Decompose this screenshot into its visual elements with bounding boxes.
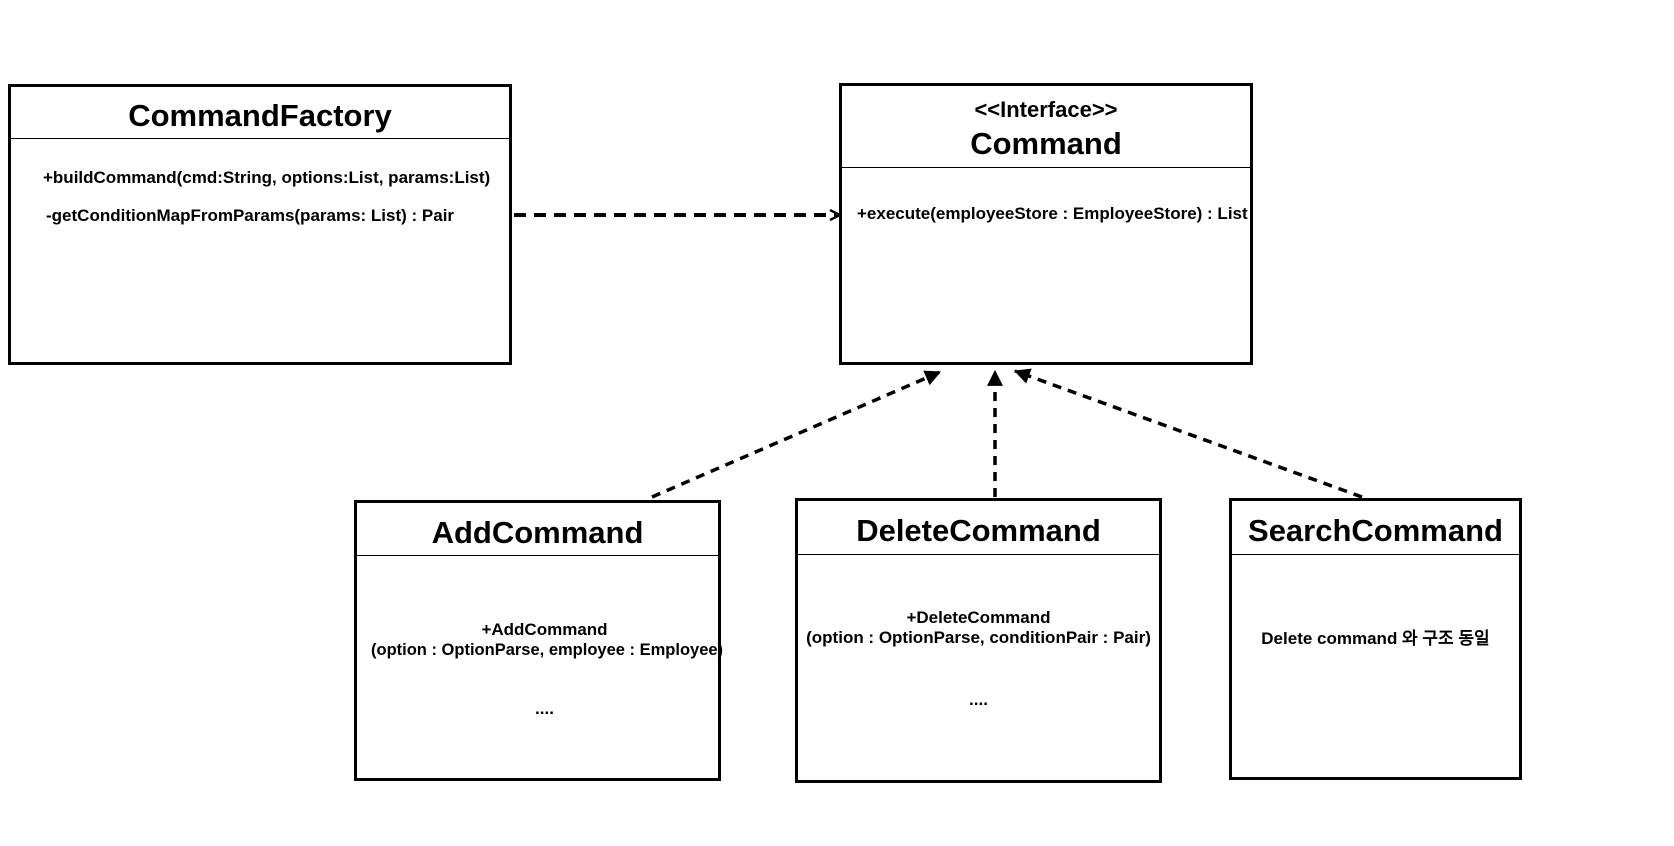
class-search-command-header: SearchCommand	[1232, 501, 1519, 555]
class-delete-command-header: DeleteCommand	[798, 501, 1159, 555]
class-search-command-name: SearchCommand	[1248, 513, 1503, 548]
class-add-command-ellipsis: ....	[535, 699, 554, 718]
class-command-factory-method-get-condition-map: -getConditionMapFromParams(params: List)…	[46, 206, 455, 225]
class-delete-command-constructor-name: +DeleteCommand	[906, 608, 1051, 627]
class-delete-command: DeleteCommand +DeleteCommand (option : O…	[795, 498, 1162, 783]
class-add-command: AddCommand +AddCommand (option : OptionP…	[354, 500, 724, 781]
class-command-factory: CommandFactory +buildCommand(cmd:String,…	[8, 84, 512, 365]
class-delete-command-name: DeleteCommand	[856, 513, 1101, 548]
interface-command-method-execute: +execute(employeeStore : EmployeeStore) …	[857, 204, 1248, 223]
realization-arrow-add-command	[651, 370, 942, 499]
class-delete-command-ellipsis: ....	[969, 690, 988, 709]
interface-command-stereotype: <<Interface>>	[974, 97, 1118, 122]
realization-arrow-search-command	[1013, 368, 1363, 499]
class-delete-command-constructor-params: (option : OptionParse, conditionPair : P…	[806, 628, 1151, 647]
class-search-command: SearchCommand Delete command 와 구조 동일	[1229, 498, 1522, 780]
class-command-factory-header: CommandFactory	[11, 87, 509, 139]
class-add-command-header: AddCommand	[357, 503, 718, 556]
class-add-command-constructor-name: +AddCommand	[481, 620, 608, 639]
interface-command: <<Interface>> Command +execute(employeeS…	[839, 83, 1253, 365]
class-add-command-constructor-params: (option : OptionParse, employee : Employ…	[371, 641, 724, 659]
class-command-factory-method-build-command: +buildCommand(cmd:String, options:List, …	[43, 168, 491, 187]
interface-command-header: <<Interface>> Command	[842, 86, 1250, 168]
class-search-command-note: Delete command 와 구조 동일	[1261, 629, 1490, 648]
interface-command-name: Command	[970, 126, 1122, 161]
class-add-command-name: AddCommand	[431, 515, 644, 550]
class-command-factory-name: CommandFactory	[128, 98, 392, 133]
